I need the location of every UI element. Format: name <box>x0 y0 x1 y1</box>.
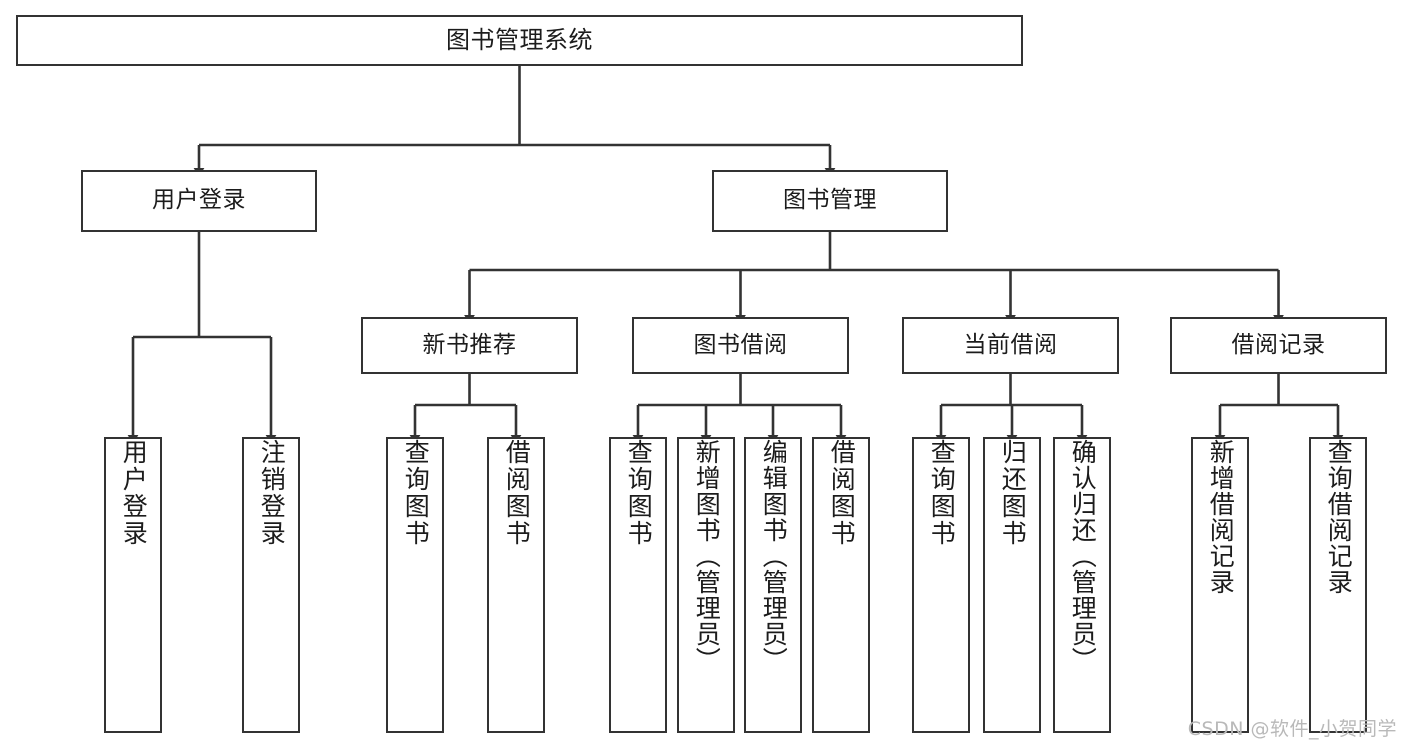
node-leaf-logout[interactable]: 注销登录 <box>242 437 300 733</box>
node-leaf-return-book[interactable]: 归还图书 <box>983 437 1041 733</box>
node-label: 借阅记录 <box>1231 331 1326 358</box>
node-user-login[interactable]: 用户登录 <box>81 170 317 232</box>
node-leaf-query-book-borrow[interactable]: 查询图书 <box>609 437 667 733</box>
node-leaf-query-borrow-record[interactable]: 查询借阅记录 <box>1309 437 1367 733</box>
node-label: 图书管理 <box>783 187 877 214</box>
node-leaf-add-book-admin[interactable]: 新增图书（管理员） <box>677 437 735 733</box>
node-label: 用户登录 <box>119 439 149 547</box>
watermark-text: CSDN @软件_小贺同学 <box>1187 718 1397 740</box>
node-leaf-confirm-return-admin[interactable]: 确认归还（管理员） <box>1053 437 1111 733</box>
node-label: 注销登录 <box>257 439 287 547</box>
node-label: 借阅图书 <box>502 439 532 547</box>
node-leaf-add-borrow-record[interactable]: 新增借阅记录 <box>1191 437 1249 733</box>
node-book-management[interactable]: 图书管理 <box>712 170 948 232</box>
node-label: 用户登录 <box>152 187 246 214</box>
node-label: 新书推荐 <box>422 331 517 358</box>
node-label: 新增借阅记录 <box>1206 439 1236 595</box>
node-label: 确认归还（管理员） <box>1068 439 1098 673</box>
node-leaf-borrow-book-recommend[interactable]: 借阅图书 <box>487 437 545 733</box>
node-label: 当前借阅 <box>963 331 1058 358</box>
node-leaf-query-book-current[interactable]: 查询图书 <box>912 437 970 733</box>
node-leaf-user-login[interactable]: 用户登录 <box>104 437 162 733</box>
node-label: 查询图书 <box>401 439 431 547</box>
node-label: 图书管理系统 <box>446 26 593 55</box>
node-new-book-recommendation[interactable]: 新书推荐 <box>361 317 578 374</box>
node-borrowing-records[interactable]: 借阅记录 <box>1170 317 1387 374</box>
node-leaf-edit-book-admin[interactable]: 编辑图书（管理员） <box>744 437 802 733</box>
node-book-borrowing[interactable]: 图书借阅 <box>632 317 849 374</box>
node-label: 借阅图书 <box>827 439 857 547</box>
node-label: 查询借阅记录 <box>1324 439 1354 595</box>
node-leaf-query-book-recommend[interactable]: 查询图书 <box>386 437 444 733</box>
node-label: 图书借阅 <box>693 331 788 358</box>
node-root-book-management-system[interactable]: 图书管理系统 <box>16 15 1023 66</box>
node-label: 编辑图书（管理员） <box>759 439 789 673</box>
node-label: 新增图书（管理员） <box>692 439 722 673</box>
node-label: 查询图书 <box>624 439 654 547</box>
node-current-borrowing[interactable]: 当前借阅 <box>902 317 1119 374</box>
node-leaf-borrow-book[interactable]: 借阅图书 <box>812 437 870 733</box>
node-label: 查询图书 <box>927 439 957 547</box>
node-label: 归还图书 <box>998 439 1028 547</box>
